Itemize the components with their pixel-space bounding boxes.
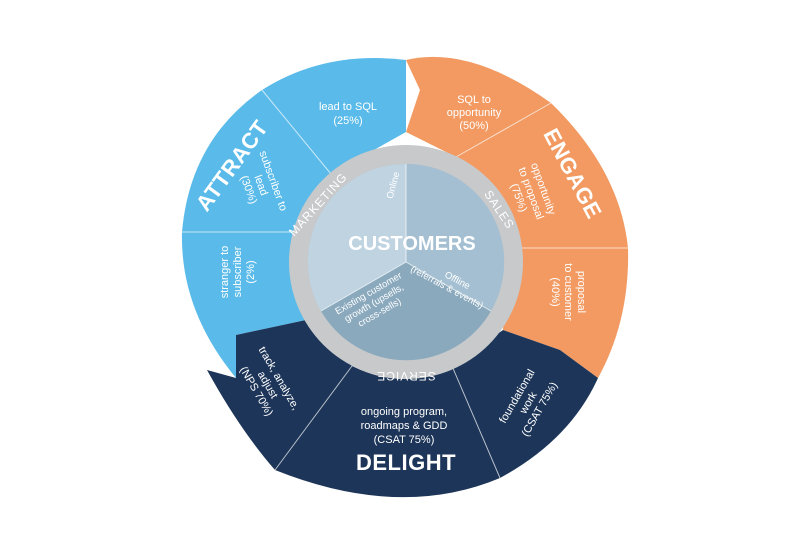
label-lead-to-sql: lead to SQL (25%): [319, 101, 377, 127]
segment-track-analyze-adjust: [207, 320, 352, 470]
segment-sql-to-opportunity: [406, 56, 551, 157]
label-proposal-to-customer-line-3: (40%): [549, 277, 561, 306]
label-proposal-to-customer-line-1: proposal: [575, 271, 587, 313]
label-stranger-to-subscriber-line-1: stranger to: [219, 246, 231, 299]
segment-proposal-to-customer: [503, 248, 629, 378]
phase-title-delight: DELIGHT: [356, 450, 456, 475]
label-stranger-to-subscriber-line-3: (2%): [245, 260, 257, 283]
label-ongoing-program: ongoing program, roadmaps & GDD (CSAT 75…: [361, 406, 448, 446]
label-lead-to-sql-line-1: lead to SQL: [319, 101, 377, 113]
label-sql-to-opportunity: SQL to opportunity (50%): [447, 94, 502, 132]
core-dividers: [320, 164, 492, 312]
segment-ongoing-program: [275, 366, 500, 498]
segment-stranger-to-subscriber: [181, 232, 316, 378]
segment-subscriber-to-lead: [182, 90, 331, 232]
label-ongoing-program-line-3: (CSAT 75%): [374, 434, 435, 446]
label-ongoing-program-line-2: roadmaps & GDD: [361, 420, 448, 432]
label-lead-to-sql-line-2: (25%): [333, 115, 362, 127]
ring-label-service: SERVICE: [376, 369, 435, 383]
label-proposal-to-customer-line-2: to customer: [562, 263, 574, 321]
label-ongoing-program-line-1: ongoing program,: [361, 406, 447, 418]
segment-foundational-work: [452, 330, 598, 478]
core-sales-sector: [406, 163, 505, 311]
label-sql-to-opportunity-line-1: SQL to: [457, 94, 491, 106]
label-proposal-to-customer: proposal to customer (40%): [549, 263, 587, 321]
label-sql-to-opportunity-line-3: (50%): [459, 120, 488, 132]
core-marketing-sector: [307, 163, 406, 311]
label-stranger-to-subscriber: stranger to subscriber (2%): [219, 246, 257, 299]
label-stranger-to-subscriber-line-2: subscriber: [232, 246, 244, 297]
hub-title: CUSTOMERS: [348, 233, 475, 255]
segment-lead-to-sql: [262, 58, 406, 174]
label-sql-to-opportunity-line-2: opportunity: [447, 107, 502, 119]
